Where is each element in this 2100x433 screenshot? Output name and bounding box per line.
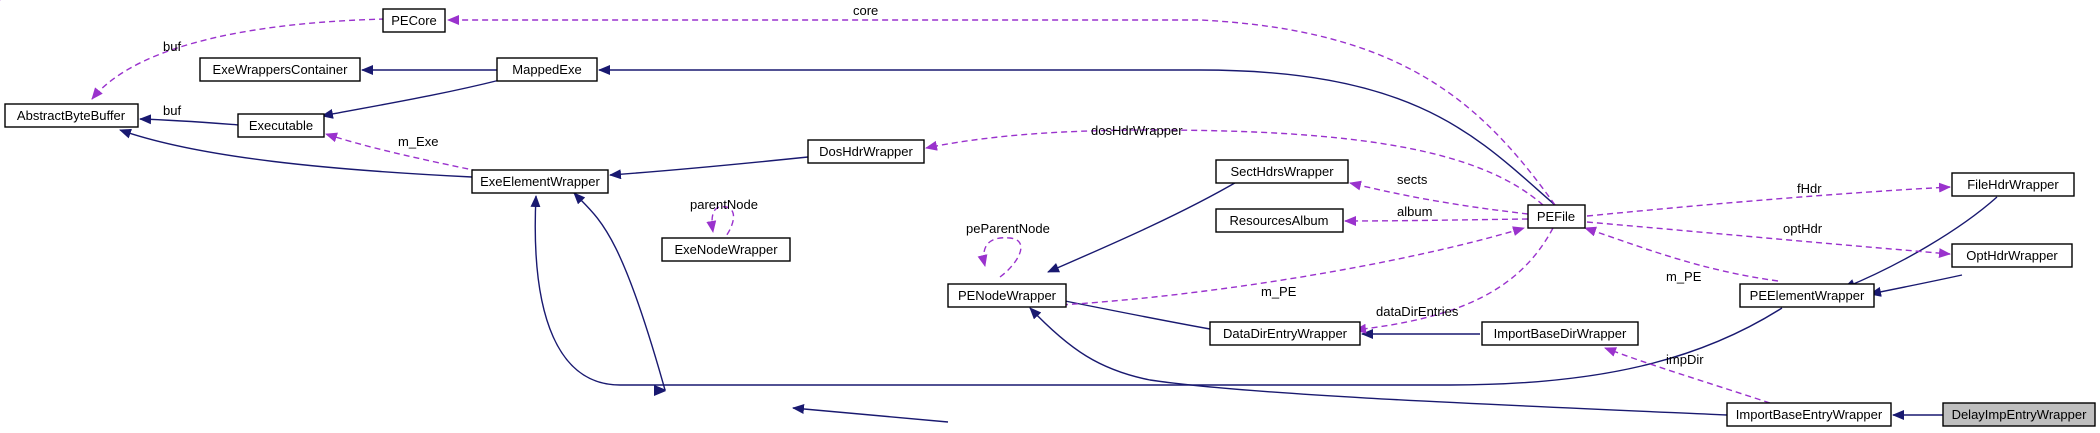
edge-peelement-to-filehdr <box>1843 196 1998 289</box>
edge-label-impdir: impDir <box>1666 352 1704 367</box>
edge-pefile-to-resourcesalbum <box>1344 215 1529 226</box>
class-node-label: PECore <box>391 13 437 28</box>
edge-label-fhdr: fHdr <box>1797 181 1822 196</box>
edge-pefile-to-filehdr <box>1586 182 1951 217</box>
edge-label-m-exe: m_Exe <box>398 134 438 149</box>
edge-pefile-to-opthdr <box>1586 221 1951 259</box>
edge-mappedexe-to-executable <box>321 79 501 119</box>
edge-pefile-to-mappedexe <box>598 65 1556 206</box>
class-node-label: ResourcesAlbum <box>1230 213 1329 228</box>
class-node-label: MappedExe <box>512 62 581 77</box>
edge-exenode-parentnode <box>706 206 735 250</box>
class-node-label: ImportBaseEntryWrapper <box>1736 407 1883 422</box>
class-node-mappedexe[interactable]: MappedExe <box>496 57 598 82</box>
class-node-resourcesalbum[interactable]: ResourcesAlbum <box>1215 208 1344 233</box>
edge-penodewrapper-to-exenodewrapper <box>792 404 949 423</box>
edge-label-m-pe-element: m_PE <box>1666 269 1702 284</box>
edge-dosHdr-to-exeelementwrapper <box>609 156 809 180</box>
class-node-importbaseentrywrapper[interactable]: ImportBaseEntryWrapper <box>1726 402 1892 427</box>
class-nodes: PECore AbstractByteBuffer ExeWrappersCon… <box>4 8 2096 427</box>
class-node-label: DataDirEntryWrapper <box>1223 326 1348 341</box>
class-node-doshdrwrapper[interactable]: DosHdrWrapper <box>807 139 925 164</box>
class-node-label: DelayImpEntryWrapper <box>1952 407 2088 422</box>
edge-label-m-pe-node: m_PE <box>1261 284 1297 299</box>
class-node-peelementwrapper[interactable]: PEElementWrapper <box>1739 283 1875 308</box>
edge-exeelementwrapper-to-abstractbytebuffer <box>119 128 473 178</box>
edge-label-core: core <box>853 3 878 18</box>
edge-label-datadirentries: dataDirEntries <box>1376 304 1459 319</box>
edge-pefile-to-doshdr <box>925 129 1544 206</box>
edge-labels: core buf buf m_Exe dosHdrWrapper parentN… <box>163 3 1823 367</box>
class-node-label: PEFile <box>1537 209 1575 224</box>
class-node-label: OptHdrWrapper <box>1966 248 2058 263</box>
class-node-label: ExeWrappersContainer <box>213 62 349 77</box>
edge-penode-peparentnode <box>977 237 1022 278</box>
class-node-filehdrwrapper[interactable]: FileHdrWrapper <box>1951 172 2075 197</box>
class-node-label: ImportBaseDirWrapper <box>1494 326 1627 341</box>
class-node-exenodewrapper[interactable]: ExeNodeWrapper <box>661 237 791 262</box>
class-node-pefile[interactable]: PEFile <box>1527 204 1586 229</box>
class-node-exeelementwrapper[interactable]: ExeElementWrapper <box>471 169 609 194</box>
class-node-label: ExeElementWrapper <box>480 174 600 189</box>
edge-pefile-to-pecore <box>447 15 1556 206</box>
edge-label-album: album <box>1397 204 1432 219</box>
class-node-label: DosHdrWrapper <box>819 144 913 159</box>
class-node-executable[interactable]: Executable <box>237 113 325 138</box>
class-node-label: FileHdrWrapper <box>1967 177 2059 192</box>
class-node-exewrapperscontainer[interactable]: ExeWrappersContainer <box>199 57 361 82</box>
edge-label-opthdr: optHdr <box>1783 221 1823 236</box>
class-node-label: PENodeWrapper <box>958 288 1057 303</box>
class-node-label: PEElementWrapper <box>1750 288 1865 303</box>
edge-pefile-to-secthdrs <box>1349 180 1529 215</box>
edge-importbaseentry-to-penodewrapper <box>1029 307 1728 416</box>
edge-sectHdrs-to-penodewrapper <box>1047 179 1241 273</box>
class-node-label: SectHdrsWrapper <box>1230 164 1334 179</box>
class-node-opthdrwrapper[interactable]: OptHdrWrapper <box>1951 243 2073 268</box>
class-node-penodewrapper[interactable]: PENodeWrapper <box>947 283 1067 308</box>
inheritance-edges <box>119 65 1998 423</box>
edge-peelement-to-pefile <box>1584 226 1779 282</box>
class-node-abstractbytebuffer[interactable]: AbstractByteBuffer <box>4 103 139 128</box>
class-node-pecore[interactable]: PECore <box>382 8 446 33</box>
edge-exeelement-to-executable <box>325 132 479 172</box>
edge-peelement-to-opthdr <box>1869 274 1963 297</box>
edge-label-doshdrwrapper: dosHdrWrapper <box>1091 123 1183 138</box>
edge-label-sects: sects <box>1397 172 1428 187</box>
usage-edges <box>91 15 1951 404</box>
edge-label-peparentnode: peParentNode <box>966 221 1050 236</box>
edge-label-buf-pecore: buf <box>163 39 181 54</box>
edge-label-buf-executable: buf <box>163 103 181 118</box>
class-node-importbasedirwrapper[interactable]: ImportBaseDirWrapper <box>1481 321 1639 346</box>
class-node-secthdrswrapper[interactable]: SectHdrsWrapper <box>1215 159 1349 184</box>
class-node-datadirentrywrapper[interactable]: DataDirEntryWrapper <box>1209 321 1361 346</box>
class-node-delayimpentrywrapper[interactable]: DelayImpEntryWrapper <box>1942 402 2096 427</box>
class-node-label: AbstractByteBuffer <box>17 108 126 123</box>
edge-label-parentnode: parentNode <box>690 197 758 212</box>
edge-peelement-to-exeelementwrapper <box>530 195 1783 386</box>
edge-pefile-to-datadir <box>1354 227 1554 334</box>
class-node-label: ExeNodeWrapper <box>674 242 778 257</box>
edge-exenode-up <box>573 192 666 391</box>
edge-penode-to-pefile <box>1041 226 1525 307</box>
edge-pecore-to-abstractbytebuffer <box>91 18 386 100</box>
edge-executable-to-abstractbytebuffer <box>139 114 241 126</box>
edge-importbaseentry-to-importbasedir <box>1604 347 1771 404</box>
class-node-label: Executable <box>249 118 313 133</box>
edge-datadir-to-penodewrapper <box>1054 296 1211 330</box>
